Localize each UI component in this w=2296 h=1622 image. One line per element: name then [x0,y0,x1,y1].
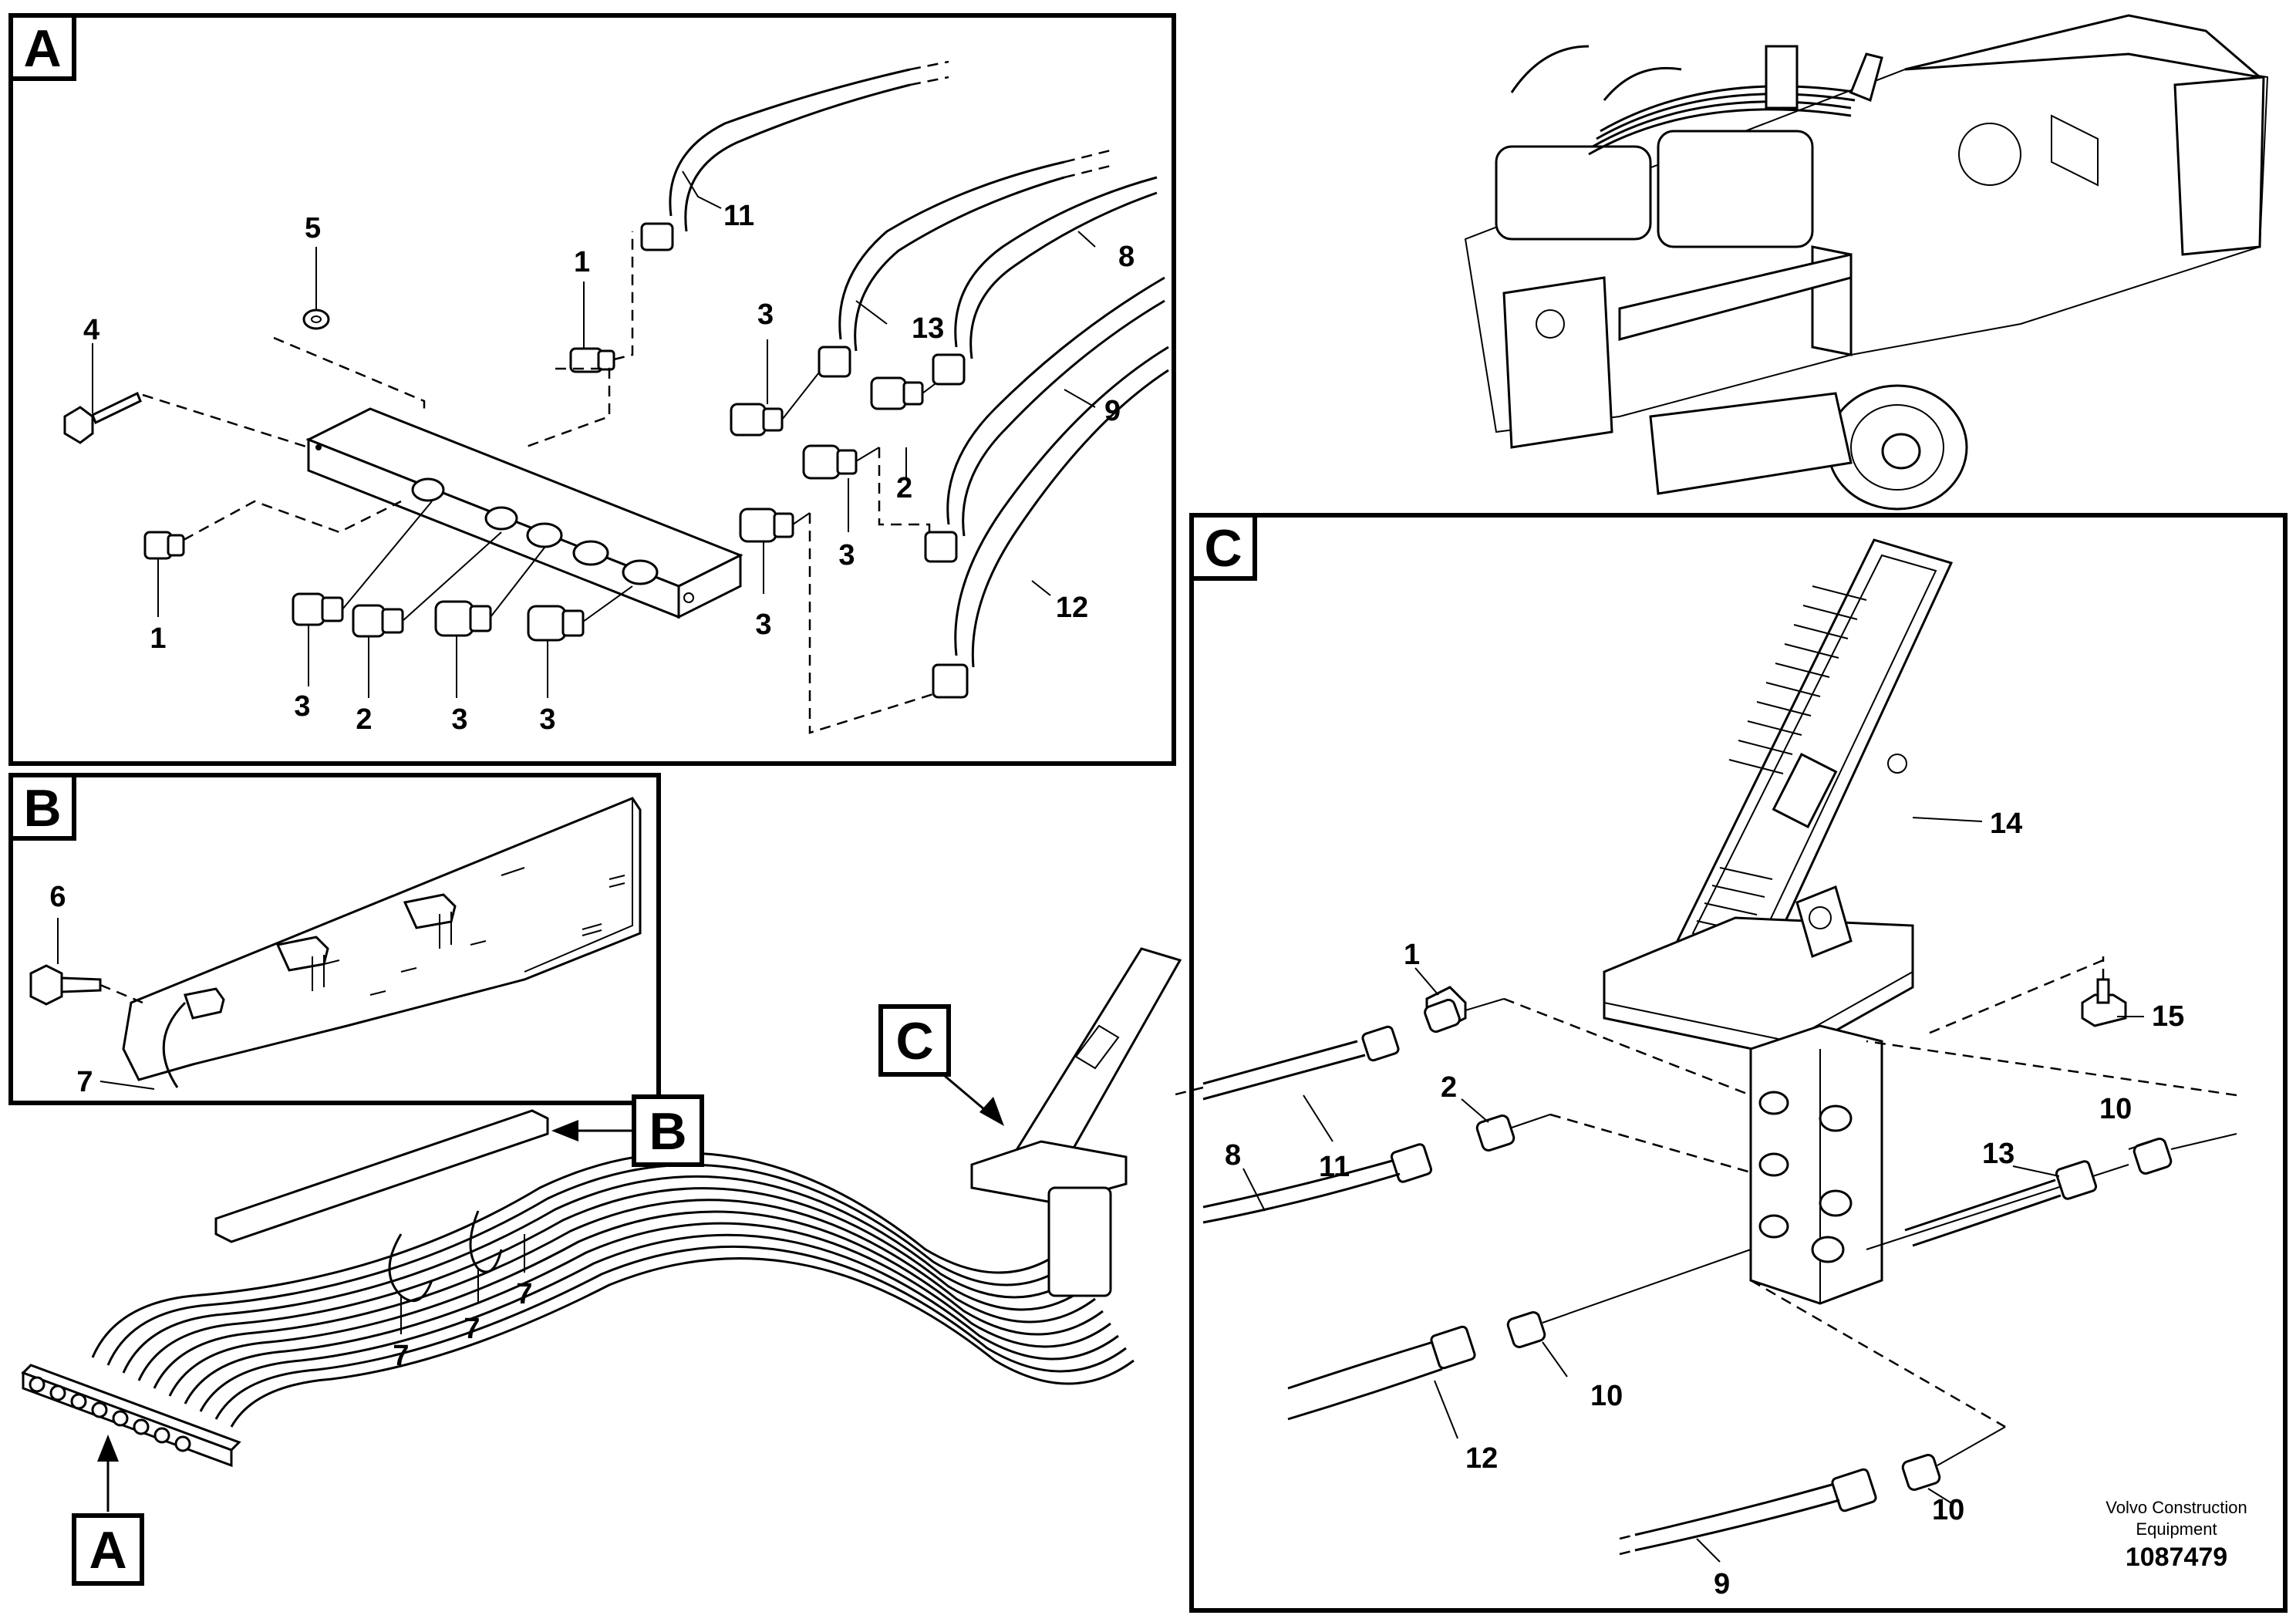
label-14: 14 [1990,808,2022,840]
label-10: 10 [2099,1093,2132,1125]
fitting-part-2-c [1475,1114,1515,1152]
fitting-part-10-middle [1506,1311,1546,1348]
panel-a-letter: A [23,19,61,78]
label-7: 7 [516,1278,532,1310]
panel-a: A [8,13,1176,766]
callout-a: A [72,1435,144,1586]
label-1: 1 [150,622,166,655]
panel-b: B 6 7 [8,773,661,1105]
label-9: 9 [1714,1568,1730,1600]
callout-a-letter: A [89,1521,126,1580]
fitting-part-8-nut [932,353,966,386]
panel-c-labels: 14 1 15 2 10 11 8 13 10 12 10 9 [1225,808,2184,1600]
fitting-part-11-nut [640,222,674,251]
panel-c-letter: C [1204,519,1242,578]
fitting-part-10-lower [1901,1454,1941,1491]
label-10: 10 [1590,1380,1623,1412]
fitting-part-9-nut [924,531,958,563]
assembly-overview: 7 7 7 A B C [21,947,1182,1586]
bolt-part-15 [2081,956,2127,1027]
fitting-part-3-f [739,508,794,543]
label-3: 3 [539,703,555,736]
label-10: 10 [1932,1494,1964,1526]
panel-b-frame [8,773,661,1105]
callout-c: C [878,1004,1004,1126]
drawing-footer: Volvo Construction Equipment 1087479 [2106,1498,2247,1572]
callout-b-letter: B [649,1102,686,1161]
label-1: 1 [1404,939,1420,971]
label-2: 2 [356,703,372,736]
label-2: 2 [896,472,912,504]
hose-bundle [91,1152,1135,1428]
panel-a-leaders [92,170,1096,698]
panel-b-letter-box [8,773,76,841]
callout-b: B [551,1094,704,1167]
washer-part-5 [302,309,330,330]
fitting-part-3-d [730,403,784,437]
label-15: 15 [2152,1000,2184,1033]
label-4: 4 [83,314,99,346]
machine-overview-drawing [1464,14,2269,511]
label-3: 3 [294,690,310,723]
overview-pedal [970,947,1182,1297]
brand-line-2: Equipment [2136,1519,2217,1539]
fitting-part-3-e [802,444,858,480]
fitting-part-3-c [527,605,585,642]
bolt-part-4 [63,391,142,444]
label-11: 11 [1319,1151,1350,1183]
label-8: 8 [1118,241,1135,273]
fitting-part-3-a [292,592,344,626]
fitting-part-13-nut [818,346,851,378]
fitting-part-12-nut [932,663,969,699]
label-7: 7 [76,1066,93,1098]
panel-b-letter: B [23,779,61,838]
manifold-block [305,407,743,619]
label-7: 7 [393,1340,409,1372]
label-7: 7 [464,1313,480,1345]
label-5: 5 [305,212,321,244]
callout-c-letter: C [895,1012,933,1071]
fitting-part-1-c [1424,986,1467,1034]
label-9: 9 [1104,395,1121,427]
label-12: 12 [1056,592,1088,624]
foot-pedal [1603,538,1954,1305]
fitting-part-1-upper [569,347,615,373]
panel-c: C [1172,513,2288,1613]
fitting-part-3-b [434,600,492,637]
label-6: 6 [49,881,66,913]
label-3: 3 [451,703,467,736]
label-12: 12 [1465,1442,1498,1475]
fitting-part-10-upper [2132,1138,2173,1175]
lower-manifold [21,1364,241,1468]
panel-c-letter-box [1189,513,1257,581]
label-13: 13 [1982,1138,2014,1170]
panel-c-frame [1189,513,2288,1613]
label-3: 3 [757,298,774,331]
bolt-part-6 [29,964,102,1006]
fitting-part-1-lower [143,531,185,560]
label-1: 1 [574,246,590,278]
panel-c-leaders [1242,817,2153,1563]
bracket-plate [122,797,642,1088]
label-3: 3 [755,609,771,641]
panel-a-frame [8,13,1176,766]
brand-line-1: Volvo Construction [2106,1498,2247,1517]
panel-a-labels: 11 5 1 8 4 3 13 9 2 1 3 3 3 12 2 3 3 [83,200,1135,736]
label-11: 11 [723,200,754,232]
label-2: 2 [1441,1071,1457,1104]
panel-a-letter-box [8,13,76,81]
drawing-number: 1087479 [2126,1543,2227,1572]
label-3: 3 [838,539,855,572]
fitting-part-2-b [870,376,924,410]
label-13: 13 [912,312,944,345]
fitting-part-2-a [352,604,404,638]
label-8: 8 [1225,1139,1241,1172]
